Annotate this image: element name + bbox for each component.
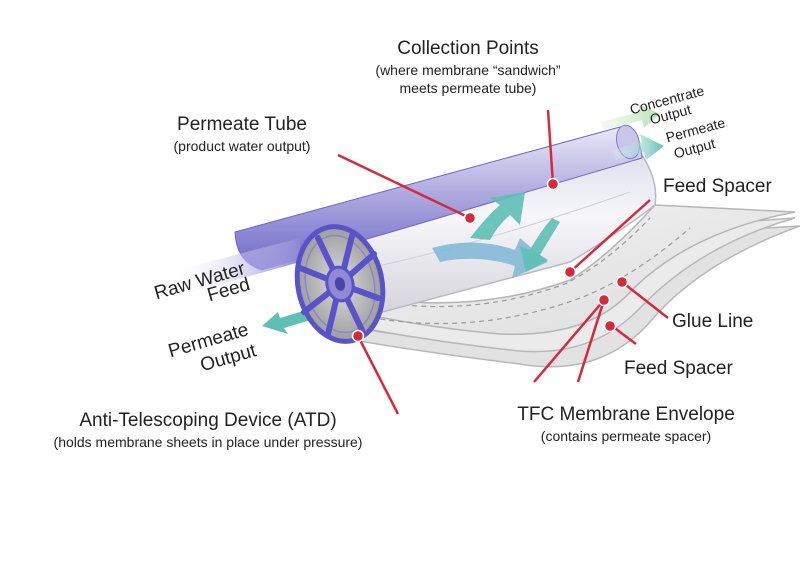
callout-line-feed-spacer-top <box>569 199 651 273</box>
collection-points-line1: (where membrane “sandwich” <box>375 62 561 78</box>
callout-line-feed-spacer-bottom <box>611 325 637 345</box>
raw-water-feed-arrow <box>170 238 300 296</box>
permeate-output-right-arrow <box>612 134 664 160</box>
permeate-tube-subtitle: (product water output) <box>173 138 311 154</box>
atd-subtitle: (holds membrane sheets in place under pr… <box>53 434 363 450</box>
callout-line-collection-points <box>546 109 555 185</box>
permeate-tube-title: Permeate Tube <box>177 114 307 135</box>
callout-dot-feed-spacer-top <box>563 265 577 279</box>
callout-dot-permeate-tube <box>463 211 477 225</box>
callout-line-tfc-envelope-b <box>576 299 606 383</box>
collection-points-line2: meets permeate tube) <box>399 80 537 96</box>
feed-spacer-bottom-label: Feed Spacer <box>624 358 733 379</box>
callout-dot-feed-spacer-bottom <box>603 319 617 333</box>
callout-dot-atd <box>351 329 365 343</box>
callout-lines <box>337 109 669 415</box>
atd-title: Anti-Telescoping Device (ATD) <box>79 410 337 431</box>
callout-dot-glue-line <box>615 275 629 289</box>
concentrate-output-arrow <box>600 104 660 130</box>
callout-dot-collection-points <box>546 177 560 191</box>
collection-points-title: Collection Points <box>397 38 539 59</box>
callout-line-permeate-tube <box>337 153 471 220</box>
tfc-envelope-title: TFC Membrane Envelope <box>517 404 735 425</box>
glue-line-label: Glue Line <box>672 311 754 332</box>
callout-line-atd <box>356 335 400 415</box>
tfc-envelope-subtitle: (contains permeate spacer) <box>540 428 712 444</box>
anti-telescoping-device <box>294 224 386 344</box>
membrane-sheets <box>329 204 800 368</box>
feed-spacer-top-label: Feed Spacer <box>663 176 772 197</box>
callout-dot-tfc-envelope <box>597 293 611 307</box>
flow-arrows <box>432 192 560 278</box>
callout-line-glue-line <box>621 281 669 319</box>
callout-dots <box>351 177 629 343</box>
callout-line-tfc-envelope-a <box>533 299 605 383</box>
